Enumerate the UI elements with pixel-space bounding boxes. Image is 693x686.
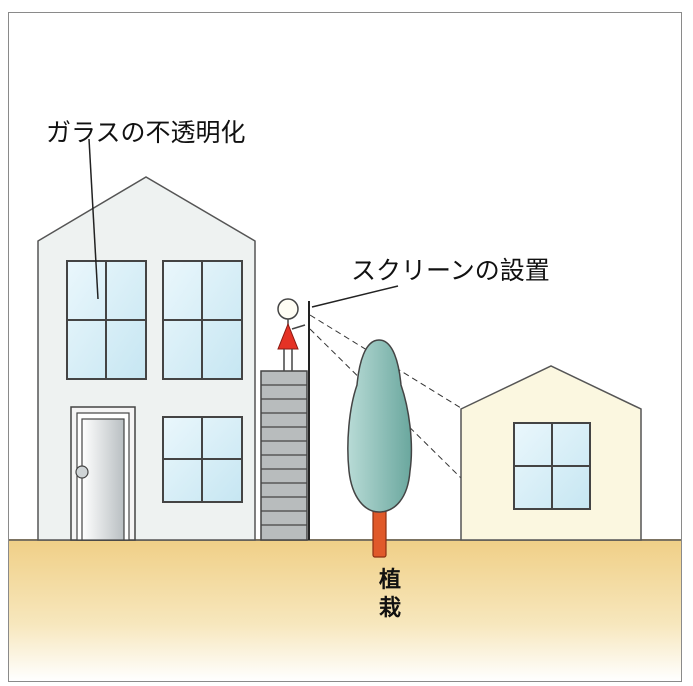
glass-opaque-label: ガラスの不透明化 xyxy=(46,118,246,147)
ground xyxy=(9,539,681,681)
window-lower-right xyxy=(162,416,243,503)
stair-icon xyxy=(260,370,308,541)
neighbor-house-icon xyxy=(460,365,642,541)
house-icon xyxy=(37,176,256,541)
frosted-window xyxy=(66,260,147,380)
planting-label-char2: 栽 xyxy=(378,596,401,621)
planting-label: 植 栽 xyxy=(375,567,405,623)
glass-leader-line xyxy=(88,138,99,300)
tree-icon xyxy=(347,339,413,558)
door-icon xyxy=(70,406,136,541)
neighbor-window xyxy=(513,422,591,510)
person-icon xyxy=(277,298,306,371)
illustration-frame: ガラスの不透明化 スクリーンの設置 植 栽 xyxy=(8,12,682,682)
planting-label-char1: 植 xyxy=(378,568,401,593)
privacy-illustration xyxy=(9,138,681,681)
sight-line-lower xyxy=(309,328,462,479)
screen-install-label: スクリーンの設置 xyxy=(351,256,550,285)
screen-leader-line xyxy=(311,285,399,308)
window-upper-right xyxy=(162,260,243,380)
